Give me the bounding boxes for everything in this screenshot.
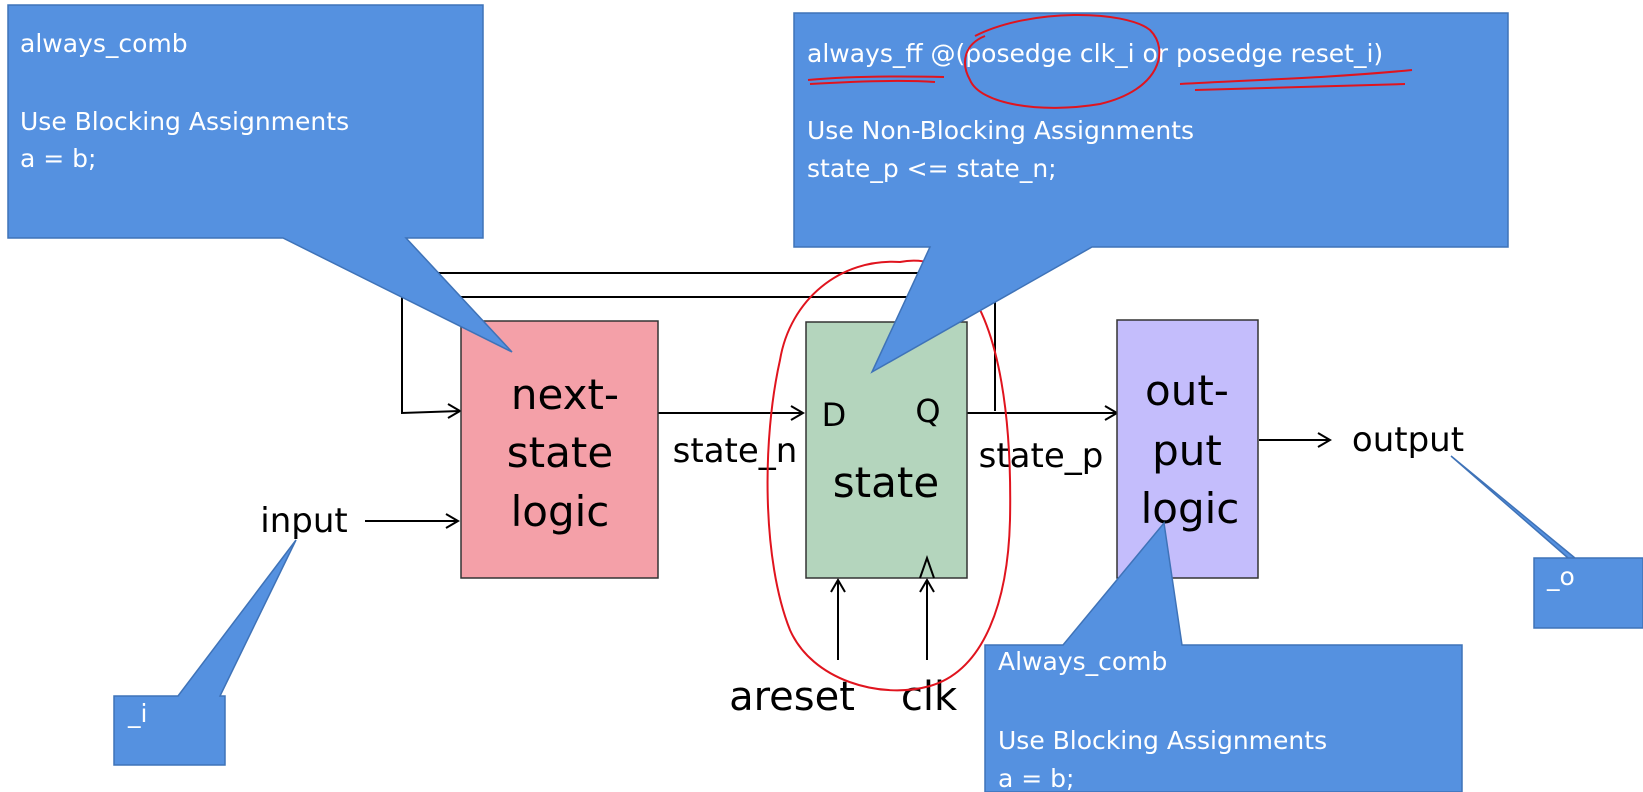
input-signal-label: input bbox=[260, 501, 347, 541]
state-n-signal-label: state_n bbox=[673, 431, 798, 471]
input-wire bbox=[365, 513, 460, 529]
next-state-logic-line1: next- bbox=[511, 370, 619, 419]
output-logic-line3: logic bbox=[1141, 484, 1240, 533]
d-pin-label: D bbox=[822, 396, 847, 434]
clk-wire bbox=[919, 578, 935, 660]
output-suffix-callout-label: _o bbox=[1546, 562, 1575, 591]
input-suffix-callout: _i bbox=[113, 539, 297, 766]
output-logic-callout-line2: Use Blocking Assignments bbox=[998, 726, 1327, 755]
always-ff-ink-marks bbox=[807, 14, 1413, 109]
state-n-wire bbox=[658, 405, 805, 421]
q-pin-label: Q bbox=[915, 392, 940, 430]
output-logic-line1: out- bbox=[1145, 366, 1229, 415]
state-register-callout-line1: always_ff @(posedge clk_i or posedge res… bbox=[807, 39, 1383, 68]
output-logic-callout-line3: a = b; bbox=[998, 764, 1074, 792]
input-suffix-callout-label: _i bbox=[127, 699, 147, 728]
state-register-block: D Q state bbox=[805, 321, 968, 579]
output-signal-label: output bbox=[1352, 420, 1464, 460]
state-register-callout-line3: state_p <= state_n; bbox=[807, 154, 1057, 183]
areset-signal-label: areset bbox=[729, 674, 855, 720]
areset-wire bbox=[830, 578, 846, 660]
output-suffix-callout: _o bbox=[1450, 455, 1643, 629]
state-p-signal-label: state_p bbox=[979, 436, 1104, 476]
output-logic-line2: put bbox=[1152, 426, 1222, 475]
output-logic-block: out- put logic bbox=[1116, 319, 1259, 579]
state-register-callout-line2: Use Non-Blocking Assignments bbox=[807, 116, 1194, 145]
state-block-label: state bbox=[833, 458, 939, 507]
output-wire bbox=[1259, 432, 1332, 448]
output-logic-callout-line1: Always_comb bbox=[998, 647, 1167, 676]
clk-signal-label: clk bbox=[901, 674, 958, 720]
next-state-callout: always_comb Use Blocking Assignments a =… bbox=[7, 4, 513, 353]
next-state-logic-line2: state bbox=[507, 428, 613, 477]
next-state-callout-line2: Use Blocking Assignments bbox=[20, 107, 349, 136]
state-register-callout: always_ff @(posedge clk_i or posedge res… bbox=[793, 12, 1509, 374]
output-logic-callout: Always_comb Use Blocking Assignments a =… bbox=[984, 521, 1463, 792]
next-state-callout-line3: a = b; bbox=[20, 144, 96, 173]
next-state-callout-line1: always_comb bbox=[20, 29, 188, 58]
clock-edge-marker bbox=[919, 554, 935, 579]
state-p-wire bbox=[967, 405, 1119, 421]
state-register-ink-circle bbox=[766, 259, 1012, 692]
next-state-logic-line3: logic bbox=[511, 487, 610, 536]
next-state-logic-block: next- state logic bbox=[460, 320, 659, 579]
